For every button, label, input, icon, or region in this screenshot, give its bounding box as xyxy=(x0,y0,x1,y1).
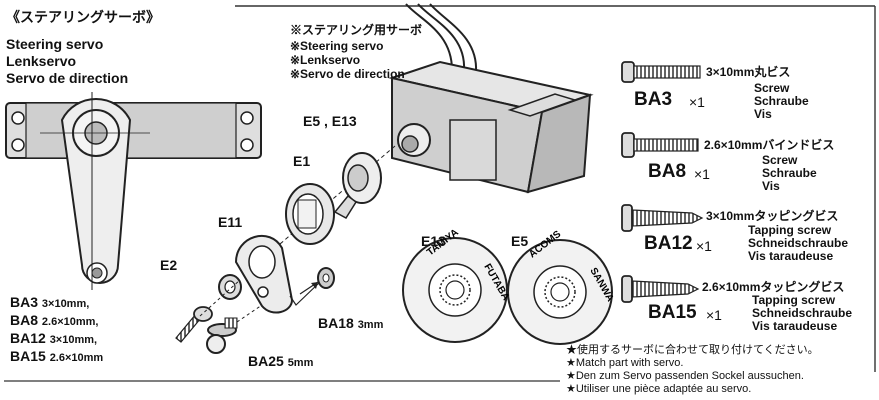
part-label-ba18: BA18 3mm xyxy=(318,316,383,331)
screw-list-size: 2.6×10mm, xyxy=(41,316,99,328)
note-en: ★Match part with servo. xyxy=(566,357,684,369)
part-label-e1: E1 xyxy=(293,153,311,169)
steering-servo-drawing xyxy=(279,3,594,245)
hardware-ba15-code: BA15 xyxy=(648,302,697,323)
part-label-e11: E11 xyxy=(218,214,243,230)
ba18-nut-drawing xyxy=(299,267,335,295)
screw-list-code: BA12 xyxy=(10,330,46,346)
hardware-ba3-fr: Vis xyxy=(754,107,772,121)
hardware-ba15-de: Schneidschraube xyxy=(752,306,853,320)
screw-list-item-ba15: BA15 2.6×10mm xyxy=(10,349,103,364)
hardware-ba15-jp: 2.6×10mmタッピングビス xyxy=(702,280,845,294)
part-label-ba25: BA25 5mm xyxy=(248,354,313,369)
servo-reference-drawing xyxy=(5,92,262,290)
hardware-ba12-en: Tapping screw xyxy=(748,223,832,237)
ba15-screw-drawing xyxy=(621,275,700,303)
e13-horn-disc-drawing xyxy=(402,237,508,343)
screw-list-code: BA15 xyxy=(10,348,46,364)
note-fr: ★Utiliser une pièce adaptée au servo. xyxy=(566,383,752,395)
hardware-ba8-en: Screw xyxy=(762,153,798,167)
hardware-ba3-qty: ×1 xyxy=(689,94,705,110)
hardware-ba12-code: BA12 xyxy=(644,233,693,254)
horn-adapter-drawing xyxy=(333,152,382,219)
hardware-ba8-jp: 2.6×10mmバインドビス xyxy=(704,138,835,152)
hardware-ba15-en: Tapping screw xyxy=(752,293,836,307)
screw-list-item-ba8: BA8 2.6×10mm, xyxy=(10,313,98,328)
hardware-ba3-de: Schraube xyxy=(754,94,809,108)
part-label-e13: E13 xyxy=(421,233,446,249)
hardware-ba12-jp: 3×10mmタッピングビス xyxy=(706,209,839,223)
screw-list-item-ba12: BA12 3×10mm, xyxy=(10,331,97,346)
ba18-code: BA18 xyxy=(318,315,354,331)
screw-list-size: 3×10mm, xyxy=(49,334,98,346)
hardware-ba8-fr: Vis xyxy=(762,179,780,193)
hardware-ba8-code: BA8 xyxy=(648,161,687,182)
servo-title-fr: Servo de direction xyxy=(6,70,129,86)
screw-list-code: BA8 xyxy=(10,312,39,328)
e11-arm-drawing xyxy=(234,234,321,314)
ba8-screw-drawing xyxy=(621,132,699,158)
servo-title-de: Lenkservo xyxy=(6,53,77,69)
screw-list-size: 3×10mm, xyxy=(41,298,90,310)
hardware-ba3-en: Screw xyxy=(754,81,790,95)
ba25-code: BA25 xyxy=(248,353,284,369)
note-jp: ★使用するサーボに合わせて取り付けてください。 xyxy=(566,344,819,356)
e1-ring-drawing xyxy=(285,183,335,245)
screw-list-code: BA3 xyxy=(10,294,39,310)
note-de: ★Den zum Servo passenden Sockel aussuche… xyxy=(566,370,804,382)
servo-callout-de: ※Lenkservo xyxy=(290,53,361,67)
part-label-e2: E2 xyxy=(160,257,178,273)
ba25-size: 5mm xyxy=(287,357,314,369)
servo-callout-en: ※Steering servo xyxy=(290,39,384,53)
screw-list-item-ba3: BA3 3×10mm, xyxy=(10,295,89,310)
hardware-ba15-fr: Vis taraudeuse xyxy=(752,319,838,333)
hardware-ba12-fr: Vis taraudeuse xyxy=(748,249,834,263)
part-label-e5-e13: E5 , E13 xyxy=(303,113,357,129)
screw-list-size: 2.6×10mm xyxy=(49,352,104,364)
hardware-ba15-qty: ×1 xyxy=(706,307,722,323)
hardware-ba8-qty: ×1 xyxy=(694,166,710,182)
hardware-ba12-de: Schneidschraube xyxy=(748,236,849,250)
e5-horn-disc-drawing xyxy=(507,239,613,345)
servo-callout-fr: ※Servo de direction xyxy=(290,67,405,81)
servo-title-jp: 《ステアリングサーボ》 xyxy=(6,9,160,25)
ba18-size: 3mm xyxy=(357,319,384,331)
hardware-ba8-de: Schraube xyxy=(762,166,817,180)
servo-callout-jp: ※ステアリング用サーボ xyxy=(290,23,423,37)
part-label-e5: E5 xyxy=(511,233,529,249)
hardware-ba12-qty: ×1 xyxy=(696,238,712,254)
ba3-screw-drawing xyxy=(621,61,701,83)
hardware-ba3-jp: 3×10mm丸ビス xyxy=(706,65,791,79)
servo-title-en: Steering servo xyxy=(6,36,104,52)
ba12-screw-drawing xyxy=(621,204,704,232)
e2-washer-drawing xyxy=(218,274,242,300)
hardware-ba3-code: BA3 xyxy=(634,89,673,110)
ba-screw-drawing xyxy=(175,279,241,343)
ba25-ball-connector-drawing xyxy=(206,304,263,354)
